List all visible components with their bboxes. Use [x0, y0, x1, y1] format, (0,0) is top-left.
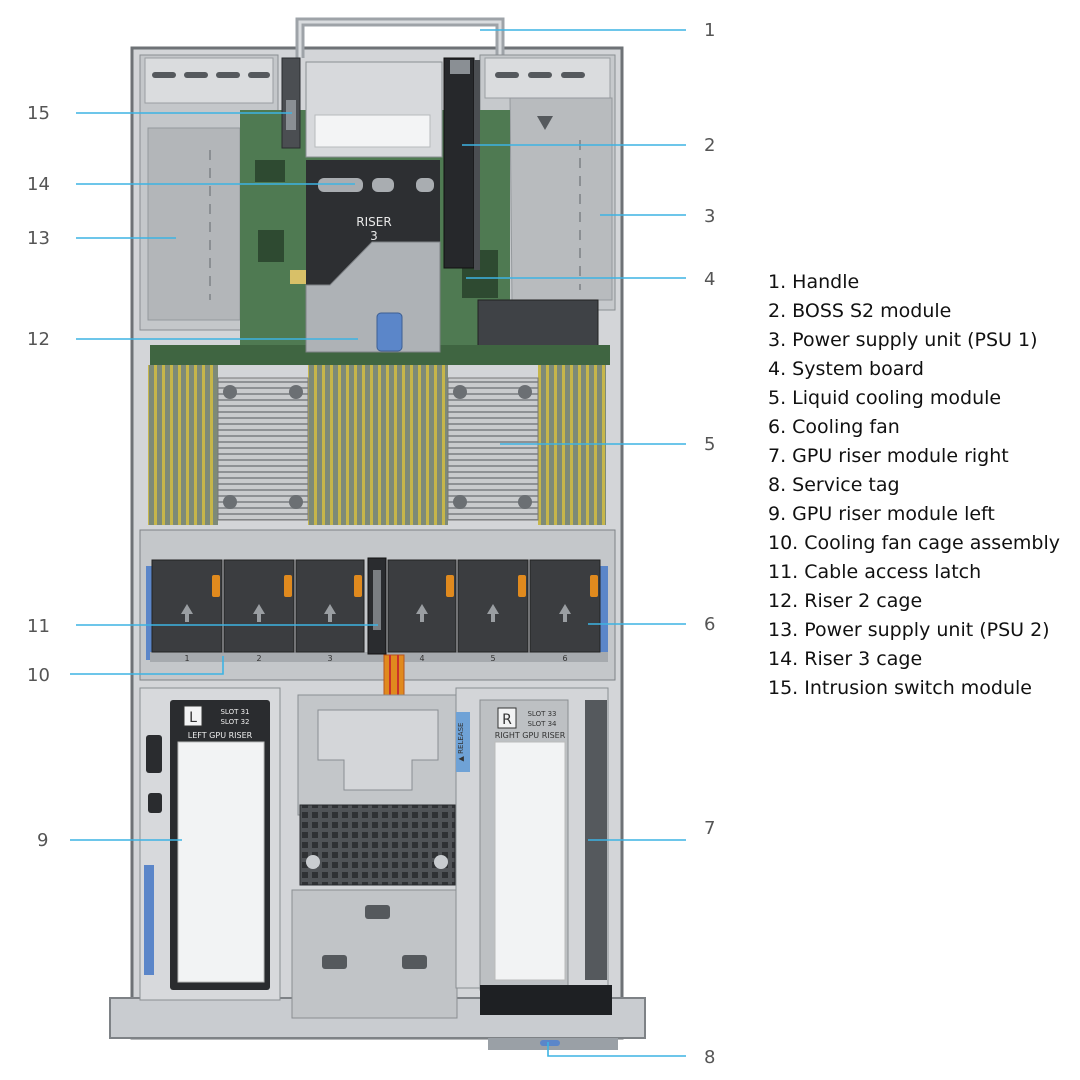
callout-number-1: 1 [704, 20, 715, 41]
legend-item: 10. Cooling fan cage assembly [768, 532, 1060, 554]
fan-number: 3 [327, 654, 332, 663]
legend-item: 9. GPU riser module left [768, 503, 995, 525]
riser-3-label: RISER [356, 215, 391, 229]
callout-number-15: 15 [27, 103, 50, 124]
legend-item: 4. System board [768, 358, 924, 380]
gpu-riser-right: ▲ RELEASE R SLOT 33 SLOT 34 RIGHT GPU RI… [455, 687, 612, 1015]
right-riser-slot-33: SLOT 33 [527, 710, 556, 718]
callout-number-2: 2 [704, 135, 715, 156]
legend-item: 13. Power supply unit (PSU 2) [768, 619, 1050, 641]
intrusion-switch [281, 57, 301, 149]
fan-number: 4 [419, 654, 424, 663]
handle [295, 17, 505, 58]
riser-3-cage: RISER 3 [305, 61, 443, 285]
legend-item: 5. Liquid cooling module [768, 387, 1002, 409]
callout-number-12: 12 [27, 329, 50, 350]
left-riser-slot-32: SLOT 32 [220, 718, 249, 726]
riser-3-number: 3 [370, 229, 378, 243]
fan-number: 5 [490, 654, 495, 663]
legend-item: 14. Riser 3 cage [768, 648, 923, 670]
fan-number: 6 [562, 654, 567, 663]
legend-item: 15. Intrusion switch module [768, 677, 1032, 699]
leader-line-10 [70, 656, 224, 675]
callout-number-6: 6 [704, 614, 715, 635]
liquid-cooling-module [217, 377, 539, 521]
fan-number: 1 [184, 654, 189, 663]
legend-item: 11. Cable access latch [768, 561, 982, 583]
callout-legend: 1. Handle 2. BOSS S2 module 3. Power sup… [768, 269, 1060, 704]
cooling-fans: 1 2 3 4 5 6 [151, 559, 601, 663]
leader-line-8 [547, 1042, 686, 1057]
callout-number-9: 9 [37, 830, 48, 851]
callout-number-7: 7 [704, 818, 715, 839]
left-riser-title: LEFT GPU RISER [188, 731, 253, 740]
boss-s2-module [443, 57, 480, 270]
callout-numbers: 1 2 3 4 5 6 7 8 9 10 11 12 13 14 15 [27, 20, 715, 1068]
memory-dimms [148, 365, 606, 525]
callout-number-14: 14 [27, 174, 50, 195]
callout-number-4: 4 [704, 269, 715, 290]
callout-number-10: 10 [27, 665, 50, 686]
center-bay [291, 694, 458, 1019]
callout-number-13: 13 [27, 228, 50, 249]
psu-2 [139, 54, 279, 331]
callout-number-5: 5 [704, 434, 715, 455]
right-riser-letter: R [502, 712, 512, 728]
callout-number-3: 3 [704, 206, 715, 227]
service-tag [540, 1040, 560, 1046]
left-riser-slot-31: SLOT 31 [220, 708, 249, 716]
release-label: ▲ RELEASE [457, 723, 465, 762]
cable-access-latch [367, 557, 387, 655]
left-riser-letter: L [189, 710, 197, 726]
leader-lines [70, 29, 686, 1057]
legend-item: 7. GPU riser module right [768, 445, 1009, 467]
callout-number-11: 11 [27, 616, 50, 637]
legend-item: 12. Riser 2 cage [768, 590, 923, 612]
legend-item: 1. Handle [768, 271, 860, 293]
right-riser-title: RIGHT GPU RISER [495, 731, 566, 740]
fan-number: 2 [256, 654, 261, 663]
legend-item: 6. Cooling fan [768, 416, 900, 438]
riser-2-cage [305, 241, 441, 353]
right-riser-slot-34: SLOT 34 [527, 720, 557, 728]
callout-number-8: 8 [704, 1047, 715, 1068]
legend-item: 8. Service tag [768, 474, 900, 496]
gpu-riser-left: L SLOT 31 SLOT 32 LEFT GPU RISER [139, 687, 281, 1001]
legend-item: 2. BOSS S2 module [768, 300, 952, 322]
legend-item: 3. Power supply unit (PSU 1) [768, 329, 1038, 351]
